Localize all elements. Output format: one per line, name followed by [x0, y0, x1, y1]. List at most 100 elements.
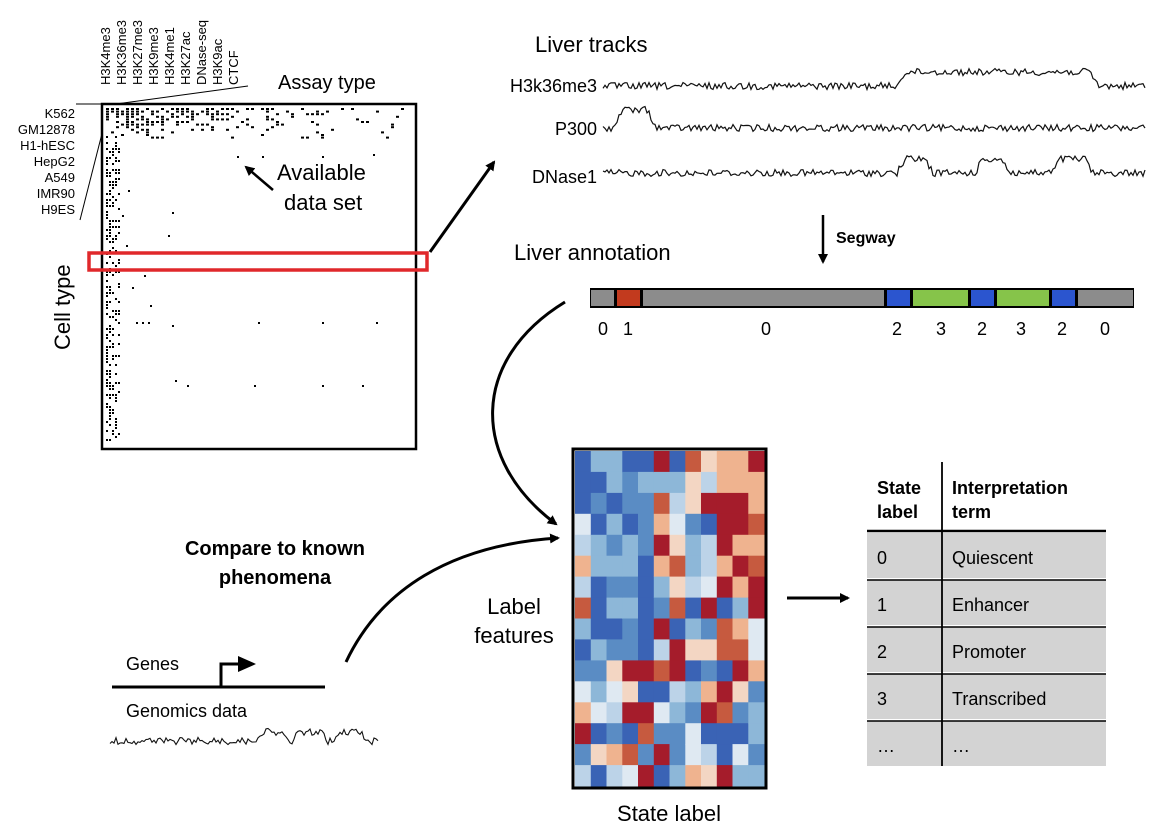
- heatmap-cell: [590, 471, 608, 494]
- matrix-dot: [112, 412, 114, 414]
- cell-label: H9ES: [41, 202, 75, 217]
- matrix-dot: [146, 108, 149, 110]
- matrix-dot: [246, 123, 249, 126]
- heatmap-cell: [622, 555, 639, 578]
- heatmap-cell: [716, 513, 734, 536]
- matrix-dot: [356, 118, 359, 121]
- heatmap-cell: [590, 555, 608, 578]
- heatmap-cell: [653, 597, 671, 619]
- matrix-dot: [109, 241, 111, 243]
- matrix-dot: [186, 121, 189, 123]
- matrix-dot: [131, 113, 134, 116]
- table-cell-state-label: 0: [877, 548, 887, 568]
- matrix-dot: [106, 403, 108, 405]
- matrix-dot: [106, 193, 108, 195]
- heatmap-cell: [701, 597, 718, 619]
- annotation-segment-label: 0: [761, 319, 771, 339]
- genomics-label: Genomics data: [126, 701, 248, 721]
- matrix-dot: [115, 382, 117, 384]
- heatmap-cell: [638, 744, 655, 766]
- heatmap-cell: [638, 451, 655, 473]
- heatmap-cell: [653, 492, 671, 515]
- matrix-dot: [331, 128, 334, 131]
- matrix-dot: [112, 148, 114, 150]
- matrix-dot: [136, 131, 139, 134]
- matrix-dot: [112, 169, 114, 171]
- matrix-dot: [161, 115, 164, 118]
- matrix-dot: [201, 128, 204, 131]
- matrix-dot: [112, 181, 114, 183]
- table-cell-interpretation: Promoter: [952, 642, 1026, 662]
- annotation-segment-state-0: [591, 290, 614, 306]
- heatmap-cell: [606, 597, 623, 619]
- annotation-segment-label: 3: [1016, 319, 1026, 339]
- matrix-dot: [112, 247, 114, 249]
- matrix-dot: [116, 113, 119, 116]
- matrix-dot: [258, 322, 260, 324]
- matrix-dot: [311, 113, 314, 116]
- heatmap-cell: [606, 451, 623, 473]
- matrix-dot: [112, 184, 114, 186]
- matrix-dot: [115, 424, 117, 426]
- matrix-dot: [115, 226, 117, 228]
- matrix-dot: [362, 385, 364, 387]
- matrix-dot: [109, 151, 111, 153]
- heatmap-cell: [748, 744, 765, 766]
- heatmap-cell: [732, 639, 749, 661]
- heatmap-cell: [685, 555, 702, 578]
- heatmap-cell: [716, 723, 734, 745]
- matrix-dot: [118, 355, 120, 357]
- heatmap-cell: [716, 451, 734, 473]
- matrix-dot: [373, 154, 375, 156]
- heatmap-cell: [732, 723, 749, 745]
- heatmap-cell: [669, 660, 686, 682]
- available-label-line2: data set: [284, 190, 362, 215]
- matrix-dot: [146, 134, 149, 136]
- heatmap-cell: [669, 451, 686, 473]
- matrix-dot: [176, 115, 179, 118]
- matrix-dot: [118, 148, 120, 150]
- heatmap-cell: [732, 451, 749, 473]
- matrix-dot: [128, 190, 130, 192]
- matrix-frame: [100, 102, 418, 451]
- heatmap-cell: [701, 744, 718, 766]
- matrix-dot: [246, 118, 249, 121]
- heatmap-cell: [669, 744, 686, 766]
- cell-label: A549: [45, 170, 75, 185]
- matrix-dot: [109, 292, 111, 294]
- matrix-dot: [112, 151, 114, 153]
- heatmap-cell: [622, 576, 639, 598]
- matrix-dot: [136, 118, 139, 121]
- matrix-dot: [326, 110, 329, 113]
- heatmap-cell: [732, 618, 749, 640]
- heatmap-cell: [575, 744, 592, 766]
- heatmap-cell: [701, 765, 718, 787]
- heatmap-cell: [685, 723, 702, 745]
- matrix-dot: [146, 131, 149, 134]
- matrix-dot: [109, 232, 111, 234]
- matrix-dot: [106, 202, 108, 204]
- matrix-dot: [106, 175, 108, 177]
- matrix-dot: [106, 118, 109, 121]
- matrix-dot: [106, 110, 109, 113]
- compare-title-line1: Compare to known: [185, 538, 365, 560]
- heatmap-cell: [590, 702, 608, 724]
- assay-type-title: Assay type: [278, 72, 376, 94]
- matrix-dot: [141, 118, 144, 121]
- heatmap-cell: [638, 702, 655, 724]
- matrix-dot: [316, 123, 319, 126]
- matrix-dot: [106, 286, 108, 288]
- heatmap-cell: [606, 576, 623, 598]
- annotation-bar: [590, 288, 1134, 308]
- heatmap-cell: [590, 681, 608, 703]
- matrix-dot: [381, 131, 384, 134]
- matrix-dot: [121, 113, 124, 116]
- heatmap-cell: [638, 723, 655, 745]
- table-row: [867, 580, 1106, 625]
- matrix-dot: [171, 108, 174, 110]
- matrix-dot: [109, 250, 111, 252]
- assay-label: H3K9ac: [210, 38, 225, 85]
